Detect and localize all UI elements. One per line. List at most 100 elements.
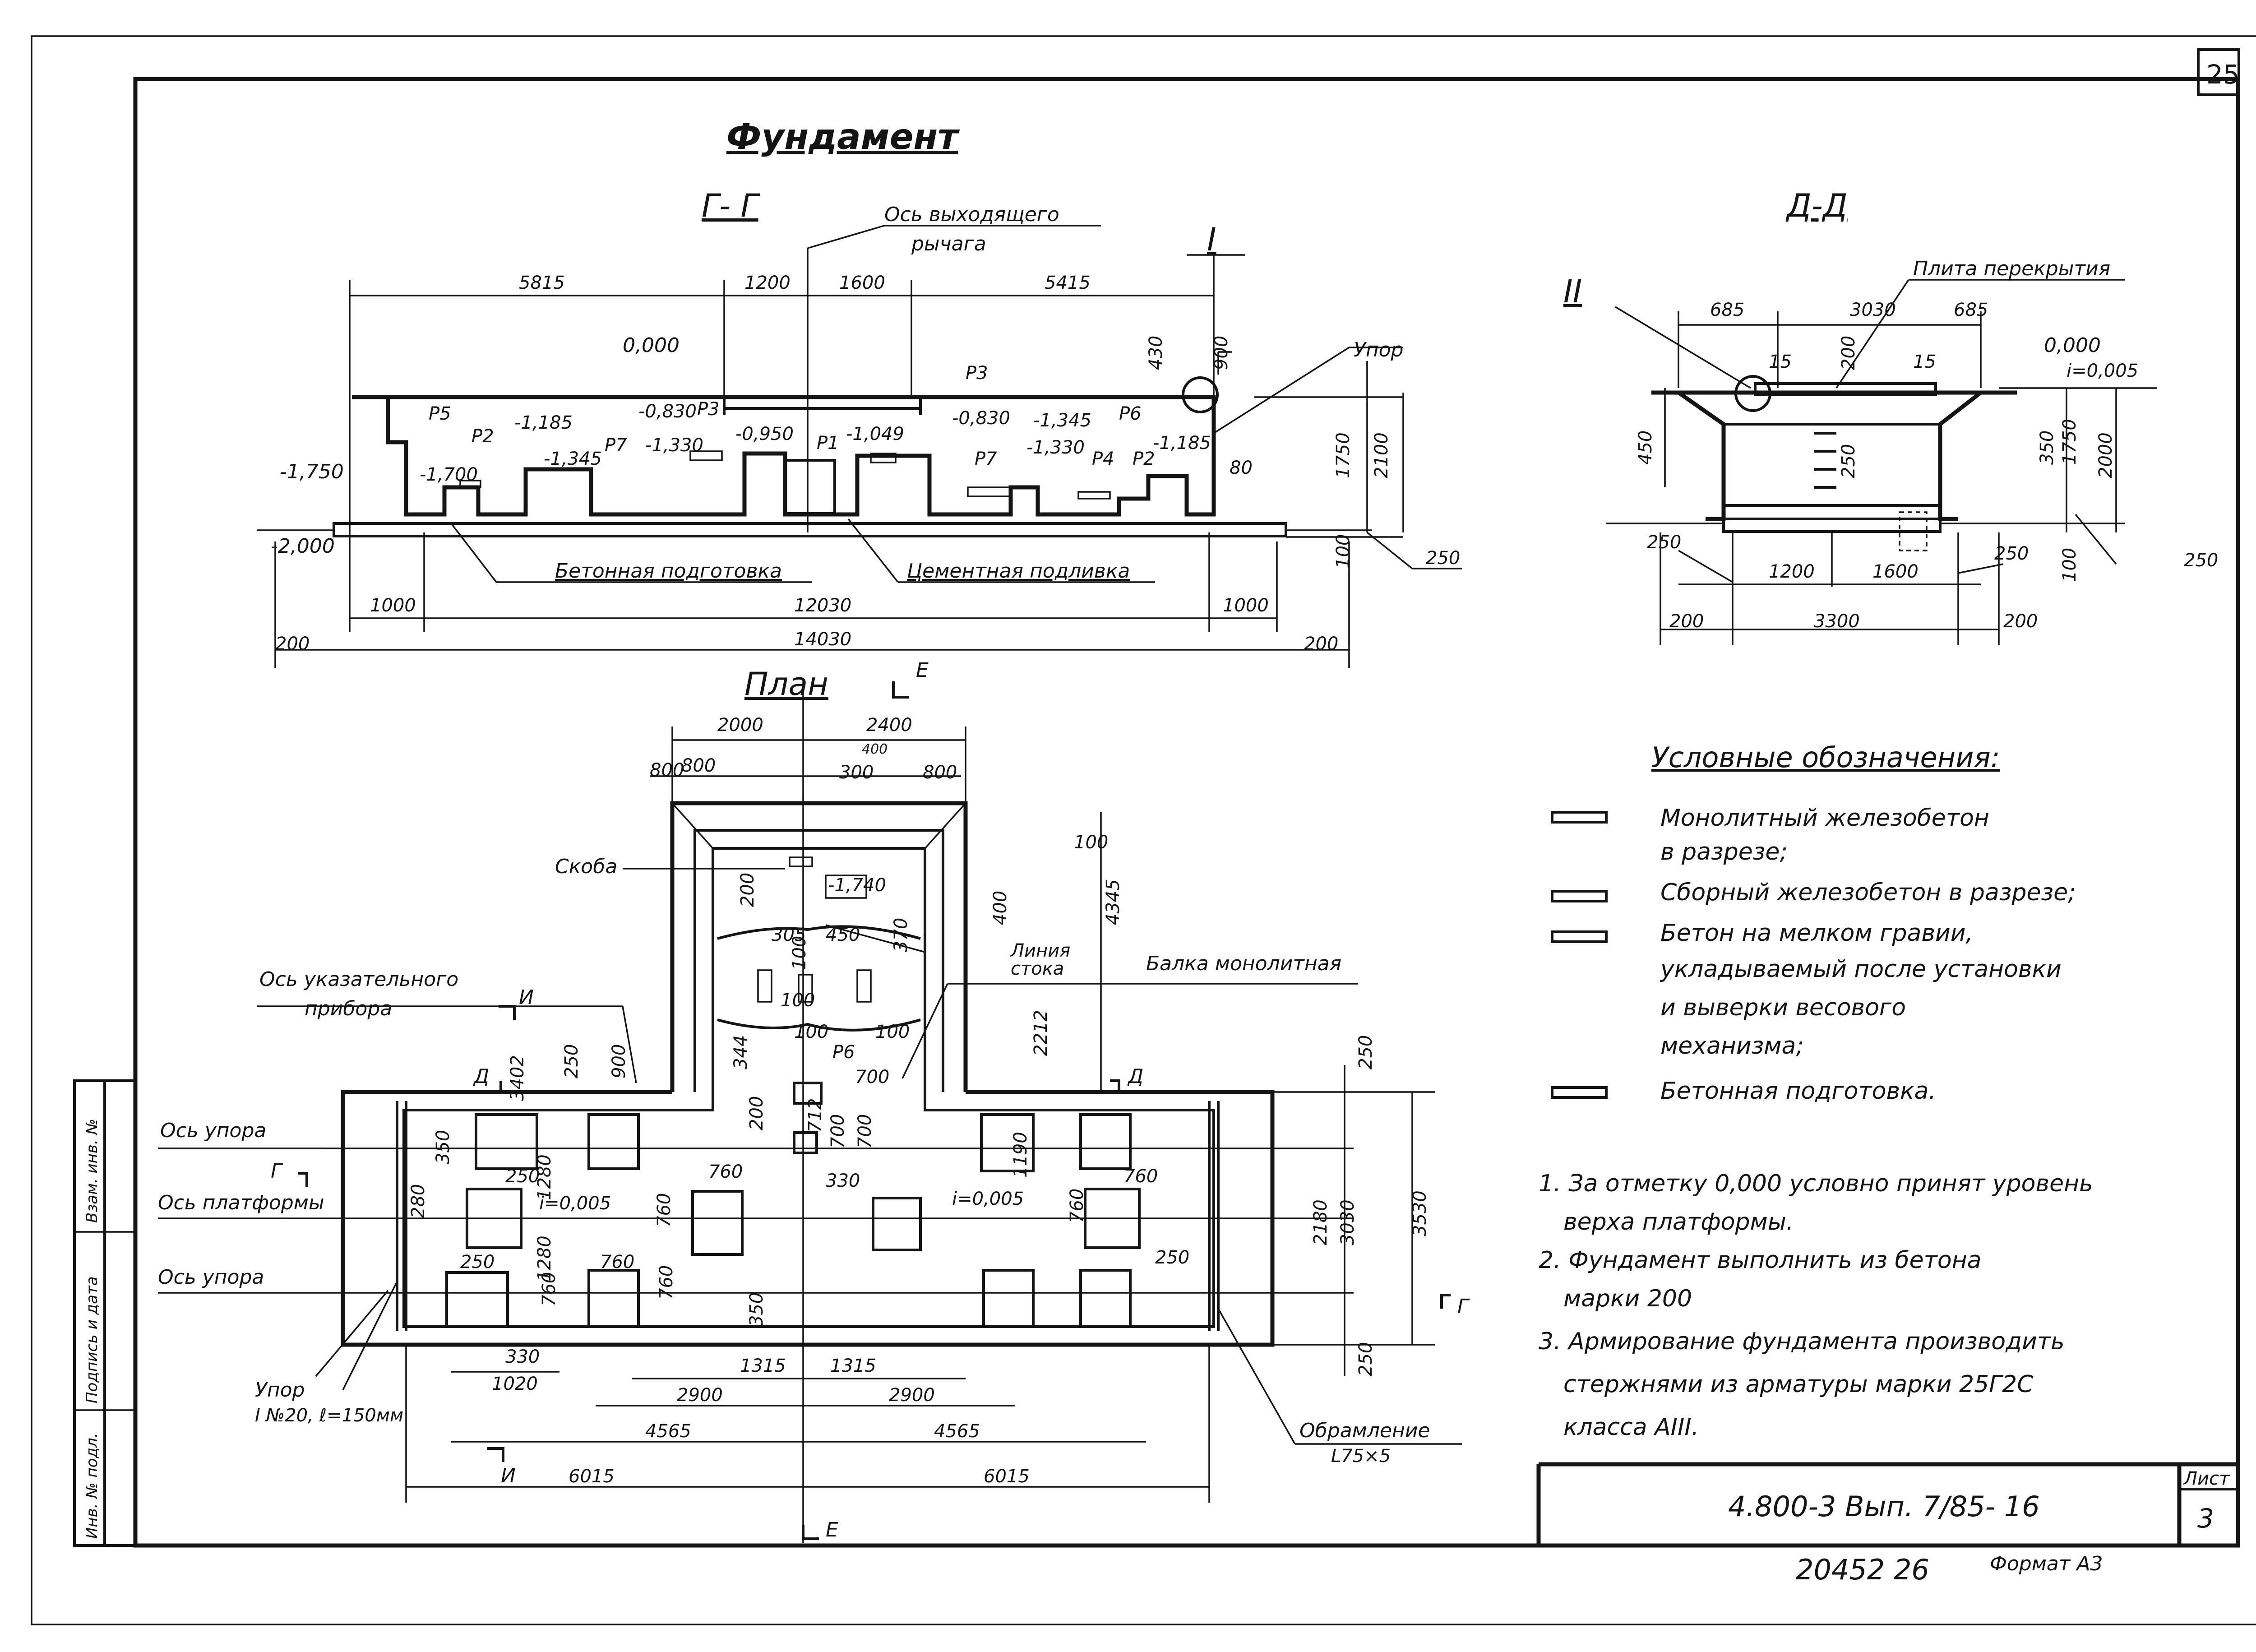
plan-mark-d: Д bbox=[473, 1065, 489, 1088]
gg-elev-mark: -1,185 bbox=[1153, 433, 1211, 453]
section-gg-drawing bbox=[257, 225, 1462, 668]
plan-dim: 300 bbox=[839, 762, 874, 783]
gg-dim: 100 bbox=[1333, 534, 1354, 569]
note-3b: стержнями из арматуры марки 25Г2С bbox=[1563, 1371, 2034, 1398]
dd-dim: 685 bbox=[1710, 300, 1744, 320]
plan-dim: 760 bbox=[539, 1272, 559, 1306]
stamp-sheet-no: 3 bbox=[2197, 1503, 2214, 1534]
gg-elev-mark: -1,330 bbox=[1026, 437, 1085, 458]
plan-dim: 760 bbox=[654, 1193, 675, 1227]
plan-load-p6: P6 bbox=[832, 1042, 855, 1063]
gg-load: P7 bbox=[605, 435, 627, 456]
plan-dim: 6015 bbox=[984, 1466, 1030, 1487]
plan-axis-stop: Ось упора bbox=[158, 1266, 264, 1289]
page-number-box bbox=[2197, 48, 2240, 96]
stamp-sheet-label: Лист bbox=[2183, 1468, 2230, 1489]
legend-item-2: Сборный железобетон в разрезе; bbox=[1660, 879, 2076, 906]
dd-dim: 200 bbox=[1669, 611, 1704, 632]
plan-dim: 760 bbox=[656, 1265, 677, 1300]
plan-framing-1: Обрамление bbox=[1299, 1419, 1430, 1442]
plan-dim: 700 bbox=[855, 1067, 889, 1087]
plan-dim: 400 bbox=[990, 891, 1011, 925]
gg-dim: 200 bbox=[275, 634, 310, 654]
plan-elev-pit: -1,740 bbox=[828, 875, 886, 896]
dd-dim: 200 bbox=[2003, 611, 2038, 632]
inner-frame bbox=[133, 77, 2240, 1548]
dd-dim: 250 bbox=[1647, 532, 1681, 553]
gg-dim: 5815 bbox=[519, 273, 565, 293]
dd-dim: 1600 bbox=[1872, 561, 1919, 582]
note-2a: 2. Фундамент выполнить из бетона bbox=[1539, 1247, 1982, 1274]
plan-dim: 400 bbox=[862, 741, 888, 757]
plan-dim: 250 bbox=[1355, 1342, 1376, 1376]
plan-dim: 3402 bbox=[507, 1055, 528, 1101]
section-gg-title: Г- Г bbox=[702, 187, 761, 224]
plan-dim: 344 bbox=[730, 1035, 751, 1069]
plan-bracket: Скоба bbox=[555, 855, 617, 878]
legend-swatches bbox=[1551, 811, 1608, 1099]
plan-dim: 330 bbox=[505, 1347, 540, 1367]
plan-dim: 760 bbox=[600, 1252, 634, 1273]
note-1a: 1. За отметку 0,000 условно принят урове… bbox=[1539, 1170, 2093, 1197]
dd-dim: 100 bbox=[2059, 548, 2080, 582]
axis-outlet-lever-1: Ось выходящего bbox=[884, 203, 1059, 226]
plan-dim: 700 bbox=[828, 1114, 848, 1148]
plan-mark-e: Е bbox=[916, 659, 929, 682]
plan-slope: i=0,005 bbox=[539, 1193, 611, 1214]
plan-dim: 2900 bbox=[677, 1385, 723, 1406]
dd-dim: 3030 bbox=[1850, 300, 1896, 320]
gg-elev-mark: -1,049 bbox=[846, 424, 904, 444]
dd-dim: 15 bbox=[1769, 352, 1792, 372]
plan-dim: 760 bbox=[1067, 1189, 1087, 1223]
note-3c: класса AIII. bbox=[1563, 1414, 1699, 1441]
dd-dim: 250 bbox=[2184, 550, 2218, 571]
dd-dim: 1750 bbox=[2059, 419, 2080, 465]
plan-dim: 700 bbox=[855, 1114, 875, 1148]
gg-load: P6 bbox=[1119, 403, 1142, 424]
plan-axis-indicator-2: прибора bbox=[305, 997, 392, 1020]
plan-dim: 250 bbox=[561, 1044, 582, 1078]
legend-item-1b: в разрезе; bbox=[1660, 838, 1788, 865]
plan-dim: 3030 bbox=[1337, 1199, 1358, 1245]
plan-dim: 2000 bbox=[717, 715, 763, 736]
plan-drain-1: Линия bbox=[1010, 940, 1070, 961]
plan-dim: 250 bbox=[505, 1166, 540, 1187]
plan-dim: 800 bbox=[650, 760, 684, 781]
gg-load: P2 bbox=[1133, 449, 1155, 469]
side-strip-inv: Инв. № подл. bbox=[83, 1433, 101, 1539]
gg-dim: 12030 bbox=[794, 595, 851, 616]
title-stamp bbox=[1536, 1462, 2238, 1546]
outer-border bbox=[31, 35, 2256, 1625]
plan-dim: 330 bbox=[826, 1171, 860, 1191]
plan-axis-platform: Ось платформы bbox=[158, 1191, 324, 1214]
gg-dim: 5415 bbox=[1045, 273, 1091, 293]
plan-mark-g: Г bbox=[1457, 1295, 1470, 1318]
axis-outlet-lever-2: рычага bbox=[911, 232, 986, 255]
stamp-format: Формат А3 bbox=[1990, 1552, 2103, 1575]
plan-monolithic-beam: Балка монолитная bbox=[1146, 952, 1341, 975]
plan-title: План bbox=[744, 666, 828, 703]
plan-dim: 4565 bbox=[934, 1421, 980, 1442]
gg-load: P3 bbox=[966, 363, 988, 384]
plan-dim: 3530 bbox=[1410, 1190, 1430, 1236]
plan-dim: 760 bbox=[1123, 1166, 1158, 1187]
plan-dim: 4345 bbox=[1103, 879, 1123, 925]
plan-dim: 280 bbox=[408, 1184, 429, 1218]
plan-dim: 200 bbox=[746, 1096, 767, 1130]
gg-dim: 1750 bbox=[1333, 432, 1354, 478]
dd-dim: 15 bbox=[1913, 352, 1936, 372]
gg-dim: 1000 bbox=[1223, 595, 1269, 616]
plan-dim: 200 bbox=[737, 873, 758, 907]
plan-dim: 900 bbox=[609, 1044, 629, 1078]
gg-elev-left: -1,750 bbox=[280, 460, 344, 483]
gg-elev-mark: -1,700 bbox=[420, 464, 478, 485]
plan-dim: 1280 bbox=[534, 1236, 555, 1282]
gg-dim: 250 bbox=[1426, 548, 1460, 569]
plan-dim: 450 bbox=[826, 925, 860, 945]
plan-dim: 350 bbox=[433, 1130, 453, 1164]
plan-mark-g: Г bbox=[271, 1160, 283, 1183]
stamp-code: 4.800-3 Вып. 7/85- 16 bbox=[1728, 1490, 2040, 1523]
plan-dim: 250 bbox=[460, 1252, 495, 1273]
dd-dim: 685 bbox=[1954, 300, 1988, 320]
